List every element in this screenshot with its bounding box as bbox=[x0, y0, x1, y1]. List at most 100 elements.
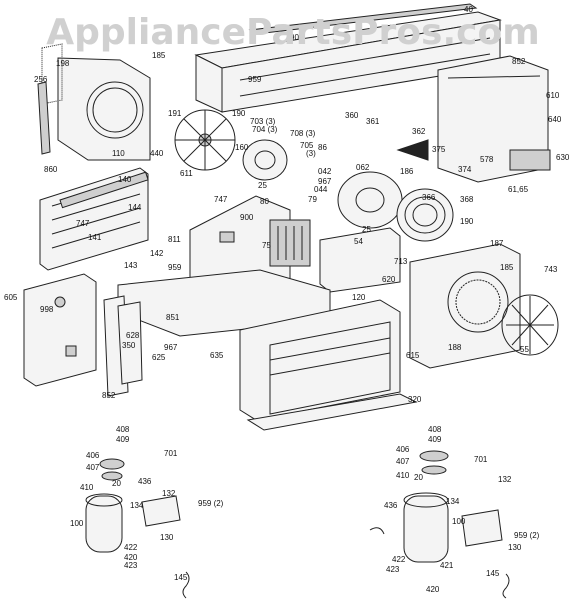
part-label-704: 704 (3) bbox=[252, 125, 278, 134]
part-label-144: 144 bbox=[128, 203, 142, 212]
blower-wheel bbox=[396, 188, 454, 242]
part-label-25b: 25 bbox=[362, 225, 371, 234]
part-label-141: 141 bbox=[88, 233, 102, 242]
part-label-852b: 852 bbox=[102, 391, 116, 400]
part-label-420b: 420 bbox=[426, 585, 440, 594]
part-label-701a: 701 bbox=[164, 449, 178, 458]
part-label-75: 75 bbox=[262, 241, 271, 250]
motor-25 bbox=[242, 139, 288, 181]
part-label-422a: 422 bbox=[124, 543, 138, 552]
part-label-406b: 406 bbox=[396, 445, 410, 454]
part-label-40: 40 bbox=[464, 5, 473, 14]
condenser-coil bbox=[239, 299, 401, 421]
part-label-130a: 130 bbox=[160, 533, 174, 542]
part-label-20a: 20 bbox=[112, 479, 121, 488]
part-label-145a: 145 bbox=[174, 573, 188, 582]
part-label-61: 61,65 bbox=[508, 185, 529, 194]
part-label-407a: 407 bbox=[86, 463, 100, 472]
part-label-406a: 406 bbox=[86, 451, 100, 460]
part-label-140: 140 bbox=[118, 175, 132, 184]
part-label-703: 703 (3) bbox=[250, 117, 276, 126]
part-label-190a: 190 bbox=[232, 109, 246, 118]
blower-housing bbox=[337, 171, 403, 229]
evaporator-coil bbox=[39, 167, 149, 271]
part-label-852a: 852 bbox=[512, 57, 526, 66]
part-label-998: 998 bbox=[40, 305, 54, 314]
part-label-436a: 436 bbox=[138, 477, 152, 486]
part-label-409a: 409 bbox=[116, 435, 130, 444]
part-label-185b: 185 bbox=[500, 263, 514, 272]
part-label-811: 811 bbox=[168, 235, 181, 244]
part-label-130b: 130 bbox=[508, 543, 522, 552]
part-label-110: 110 bbox=[112, 149, 125, 158]
part-label-062: 062 bbox=[356, 163, 370, 172]
part-label-620: 620 bbox=[382, 275, 396, 284]
part-label-187: 187 bbox=[490, 239, 504, 248]
part-label-320: 320 bbox=[408, 395, 422, 404]
part-label-191: 191 bbox=[168, 109, 182, 118]
part-label-042: 042 bbox=[318, 167, 332, 176]
part-label-188: 188 bbox=[448, 343, 462, 352]
part-label-86: 86 bbox=[318, 143, 327, 152]
part-label-198: 198 bbox=[56, 59, 70, 68]
part-label-851: 851 bbox=[166, 313, 180, 322]
part-label-79: 79 bbox=[308, 195, 317, 204]
control-box bbox=[269, 219, 401, 293]
part-label-134a: 134 bbox=[130, 501, 144, 510]
part-label-120: 120 bbox=[352, 293, 366, 302]
part-label-044: 044 bbox=[314, 185, 328, 194]
part-label-640: 640 bbox=[548, 115, 562, 124]
part-label-362: 362 bbox=[412, 127, 426, 136]
part-label-100a: 100 bbox=[70, 519, 84, 528]
part-label-361: 361 bbox=[366, 117, 380, 126]
part-label-611: 611 bbox=[180, 169, 193, 178]
part-label-635: 635 bbox=[210, 351, 224, 360]
part-label-134b: 134 bbox=[446, 497, 460, 506]
left-grille-panel bbox=[41, 43, 151, 161]
part-label-375: 375 bbox=[432, 145, 446, 154]
part-label-368: 368 bbox=[460, 195, 474, 204]
bracket-362 bbox=[396, 139, 429, 161]
part-label-440: 440 bbox=[150, 149, 164, 158]
compressor-left bbox=[85, 458, 190, 599]
part-label-422b: 422 bbox=[392, 555, 406, 564]
part-label-350: 350 bbox=[122, 341, 136, 350]
part-label-615: 615 bbox=[406, 351, 420, 360]
part-label-90: 90 bbox=[290, 33, 299, 42]
part-label-900: 900 bbox=[240, 213, 254, 222]
part-label-25a: 25 bbox=[258, 181, 267, 190]
part-label-142: 142 bbox=[150, 249, 164, 258]
part-label-408a: 408 bbox=[116, 425, 130, 434]
part-label-967a: 967 bbox=[318, 177, 332, 186]
part-label-160: 160 bbox=[235, 143, 249, 152]
part-label-256: 256 bbox=[34, 75, 48, 84]
part-label-747a: 747 bbox=[76, 219, 90, 228]
part-label-409b: 409 bbox=[428, 435, 442, 444]
part-label-410b: 410 bbox=[396, 471, 410, 480]
part-label-20b: 20 bbox=[414, 473, 423, 482]
fan-guard bbox=[501, 294, 559, 356]
fan-blade bbox=[174, 109, 236, 171]
part-label-959a: 959 bbox=[248, 75, 262, 84]
top-cover-panel bbox=[194, 11, 502, 113]
part-label-132b: 132 bbox=[498, 475, 512, 484]
part-label-743: 743 bbox=[544, 265, 558, 274]
part-label-408b: 408 bbox=[428, 425, 442, 434]
part-label-436b: 436 bbox=[384, 501, 398, 510]
part-label-708: 708 (3) bbox=[290, 129, 316, 138]
compressor-right bbox=[369, 450, 510, 599]
part-label-967b: 967 bbox=[164, 343, 178, 352]
top-rail bbox=[248, 3, 478, 35]
part-label-628: 628 bbox=[126, 331, 140, 340]
part-label-747b: 747 bbox=[214, 195, 228, 204]
part-label-860: 860 bbox=[44, 165, 58, 174]
condenser-shroud bbox=[409, 243, 521, 369]
part-label-701b: 701 bbox=[474, 455, 488, 464]
part-label-630: 630 bbox=[556, 153, 570, 162]
part-label-9592a: 959 (2) bbox=[198, 499, 224, 508]
part-label-80: 80 bbox=[260, 197, 269, 206]
base-rail-320 bbox=[246, 393, 418, 431]
control-panel-605 bbox=[23, 273, 97, 387]
part-label-54: 54 bbox=[354, 237, 363, 246]
